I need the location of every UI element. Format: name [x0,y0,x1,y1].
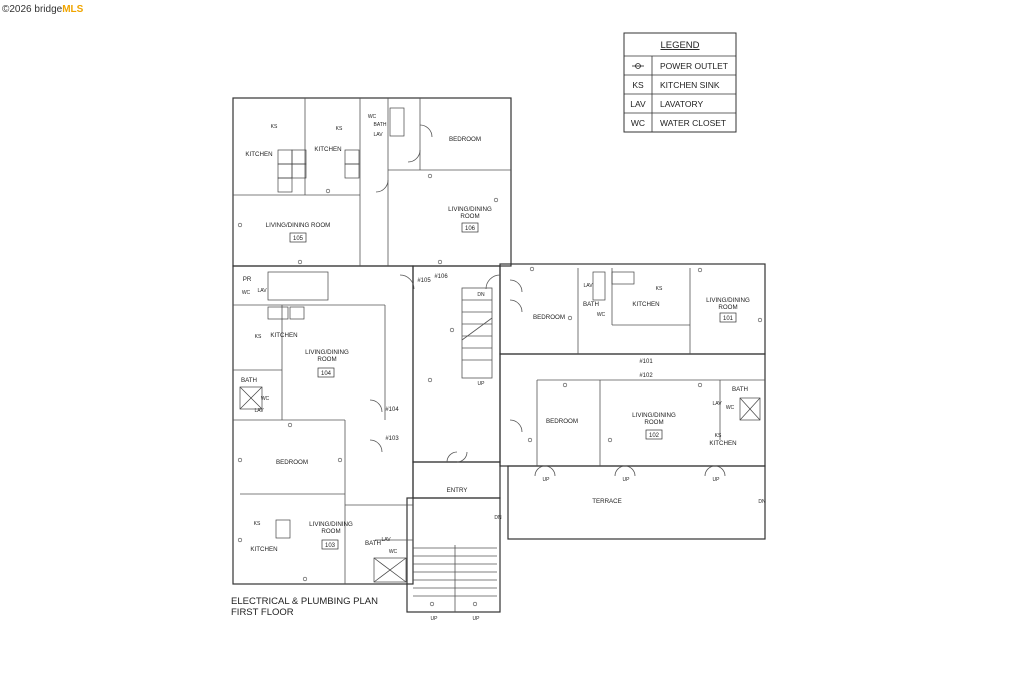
room-terrace: TERRACE [592,498,622,505]
room-powder-room: PR [243,276,252,283]
fixture-wc-106: WC [368,114,377,120]
room-labels: KITCHEN KITCHEN BEDROOM LIVING/DINING RO… [241,136,750,553]
stair-down-label: DN [477,292,485,298]
room-kitchen-a: KITCHEN [245,151,272,158]
room-living-103-line2: ROOM [321,528,340,535]
legend-symbol-lav: LAV [630,99,646,109]
room-living-106-line1: LIVING/DINING [448,206,492,213]
door-101: #101 [639,359,653,365]
room-bedroom-102: BEDROOM [546,418,578,425]
room-number-103: 103 [325,543,336,549]
terrace-up-1: UP [543,477,551,483]
entry-stair-up-2: UP [473,616,481,622]
watermark-copyright: ©2026 bridge [2,4,63,15]
door-105: #105 [417,278,431,284]
room-living-104-line1: LIVING/DINING [305,349,349,356]
room-bath-101: BATH [583,301,599,308]
room-kitchen-103: KITCHEN [250,546,277,553]
fixture-labels: KS KS KS KS KS KS LAV LAV LAV LAV LAV LA… [242,114,766,622]
fixture-ks-102: KS [715,433,722,439]
fixture-ks-101: KS [656,286,663,292]
fixture-ks-a: KS [271,124,278,130]
fixture-wc-104: WC [261,396,270,402]
fixture-wc-103: WC [389,549,398,555]
room-living-102-line2: ROOM [644,419,663,426]
fixture-wc-101: WC [597,312,606,318]
fixture-wc-pr: WC [242,290,251,296]
watermark: ©2026 bridgeMLS [2,4,83,15]
room-number-104: 104 [321,371,332,377]
legend: LEGEND POWER OUTLET KS KITCHEN SINK LAV … [623,32,737,133]
room-living-104-line2: ROOM [317,356,336,363]
legend-symbol-ks: KS [632,80,644,90]
fixture-ks-104: KS [255,334,262,340]
fixture-lav-102: LAV [712,401,722,407]
room-living-106-line2: ROOM [460,213,479,220]
entry-stair-up-1: UP [431,616,439,622]
watermark-brand: MLS [62,4,84,15]
stair-up-label: UP [478,381,486,387]
plan-caption: ELECTRICAL & PLUMBING PLAN FIRST FLOOR [231,596,378,618]
room-kitchen-102: KITCHEN [709,440,736,447]
fixture-ks-b: KS [336,126,343,132]
terrace-up-2: UP [623,477,631,483]
legend-title: LEGEND [660,40,699,51]
terrace-outline [507,465,766,540]
power-outlet-icon [632,63,644,69]
entry-stair-wall [406,497,501,613]
door-104: #104 [385,407,399,413]
room-living-101-line2: ROOM [718,304,737,311]
terrace-down-west: DN [494,515,502,521]
room-entry: ENTRY [447,487,468,494]
room-number-105: 105 [293,236,304,242]
caption-line2: FIRST FLOOR [231,607,294,618]
legend-label-kitchen-sink: KITCHEN SINK [660,80,720,90]
room-bath-103: BATH [365,540,381,547]
fixture-lav-106: LAV [373,132,383,138]
room-bedroom-104: BEDROOM [276,459,308,466]
room-kitchen-104: KITCHEN [270,332,297,339]
door-103: #103 [385,436,399,442]
fixture-lav-104: LAV [254,408,264,414]
room-living-101-line1: LIVING/DINING [706,297,750,304]
room-number-101: 101 [723,316,734,322]
room-kitchen-b: KITCHEN [314,146,341,153]
room-living-102-line1: LIVING/DINING [632,412,676,419]
door-106: #106 [434,274,448,280]
room-bedroom-106: BEDROOM [449,136,481,143]
room-bath-104: BATH [241,377,257,384]
room-number-102: 102 [649,433,660,439]
terrace-down-east: DN [758,499,766,505]
room-number-106: 106 [465,226,476,232]
room-bath-102: BATH [732,386,748,393]
room-bedroom-101: BEDROOM [533,314,565,321]
caption-line1: ELECTRICAL & PLUMBING PLAN [231,596,378,607]
terrace-up-3: UP [713,477,721,483]
legend-label-lavatory: LAVATORY [660,99,703,109]
fixture-lav-pr: LAV [257,288,267,294]
room-kitchen-101: KITCHEN [632,301,659,308]
fixture-wc-102: WC [726,405,735,411]
fixture-ks-103: KS [254,521,261,527]
fixture-lav-103: LAV [381,537,391,543]
legend-label-power-outlet: POWER OUTLET [660,61,728,71]
room-living-105: LIVING/DINING ROOM [266,222,331,229]
central-hall-wall [412,265,501,463]
legend-label-water-closet: WATER CLOSET [660,118,726,128]
door-labels: #105 #106 #101 #102 #104 #103 [385,274,653,442]
door-102: #102 [639,373,653,379]
legend-symbol-wc: WC [631,118,645,128]
fixture-lav-101: LAV [583,283,593,289]
fixture-bath-106: BATH [374,122,387,128]
outlet-markers [237,173,763,607]
room-living-103-line1: LIVING/DINING [309,521,353,528]
